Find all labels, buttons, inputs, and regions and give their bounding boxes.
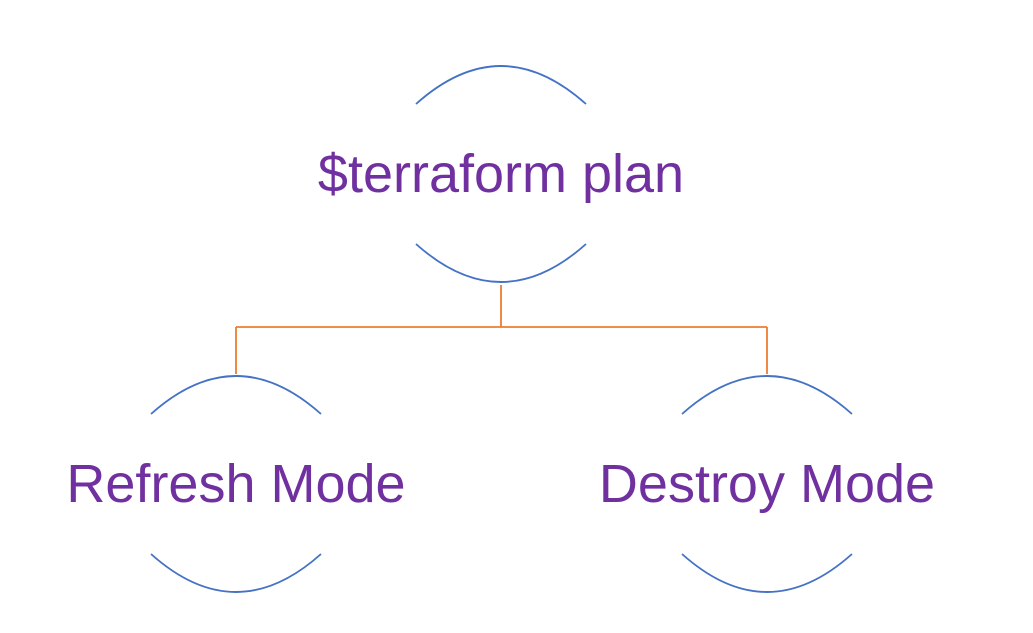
root-node-top-arc	[415, 65, 587, 105]
connector-lines	[235, 285, 768, 374]
destroy-node-label: Destroy Mode	[599, 454, 935, 514]
root-node-bottom-arc	[415, 243, 587, 283]
refresh-node-bottom-arc	[150, 553, 322, 593]
destroy-node-bottom-arc	[681, 553, 853, 593]
root-node-label: $terraform plan	[318, 144, 684, 204]
refresh-node-label: Refresh Mode	[66, 454, 405, 514]
root-node: $terraform plan	[318, 65, 684, 283]
child-node-refresh-mode: Refresh Mode	[66, 375, 406, 593]
child-node-destroy-mode: Destroy Mode	[599, 375, 935, 593]
refresh-node-top-arc	[150, 375, 322, 415]
destroy-node-top-arc	[681, 375, 853, 415]
